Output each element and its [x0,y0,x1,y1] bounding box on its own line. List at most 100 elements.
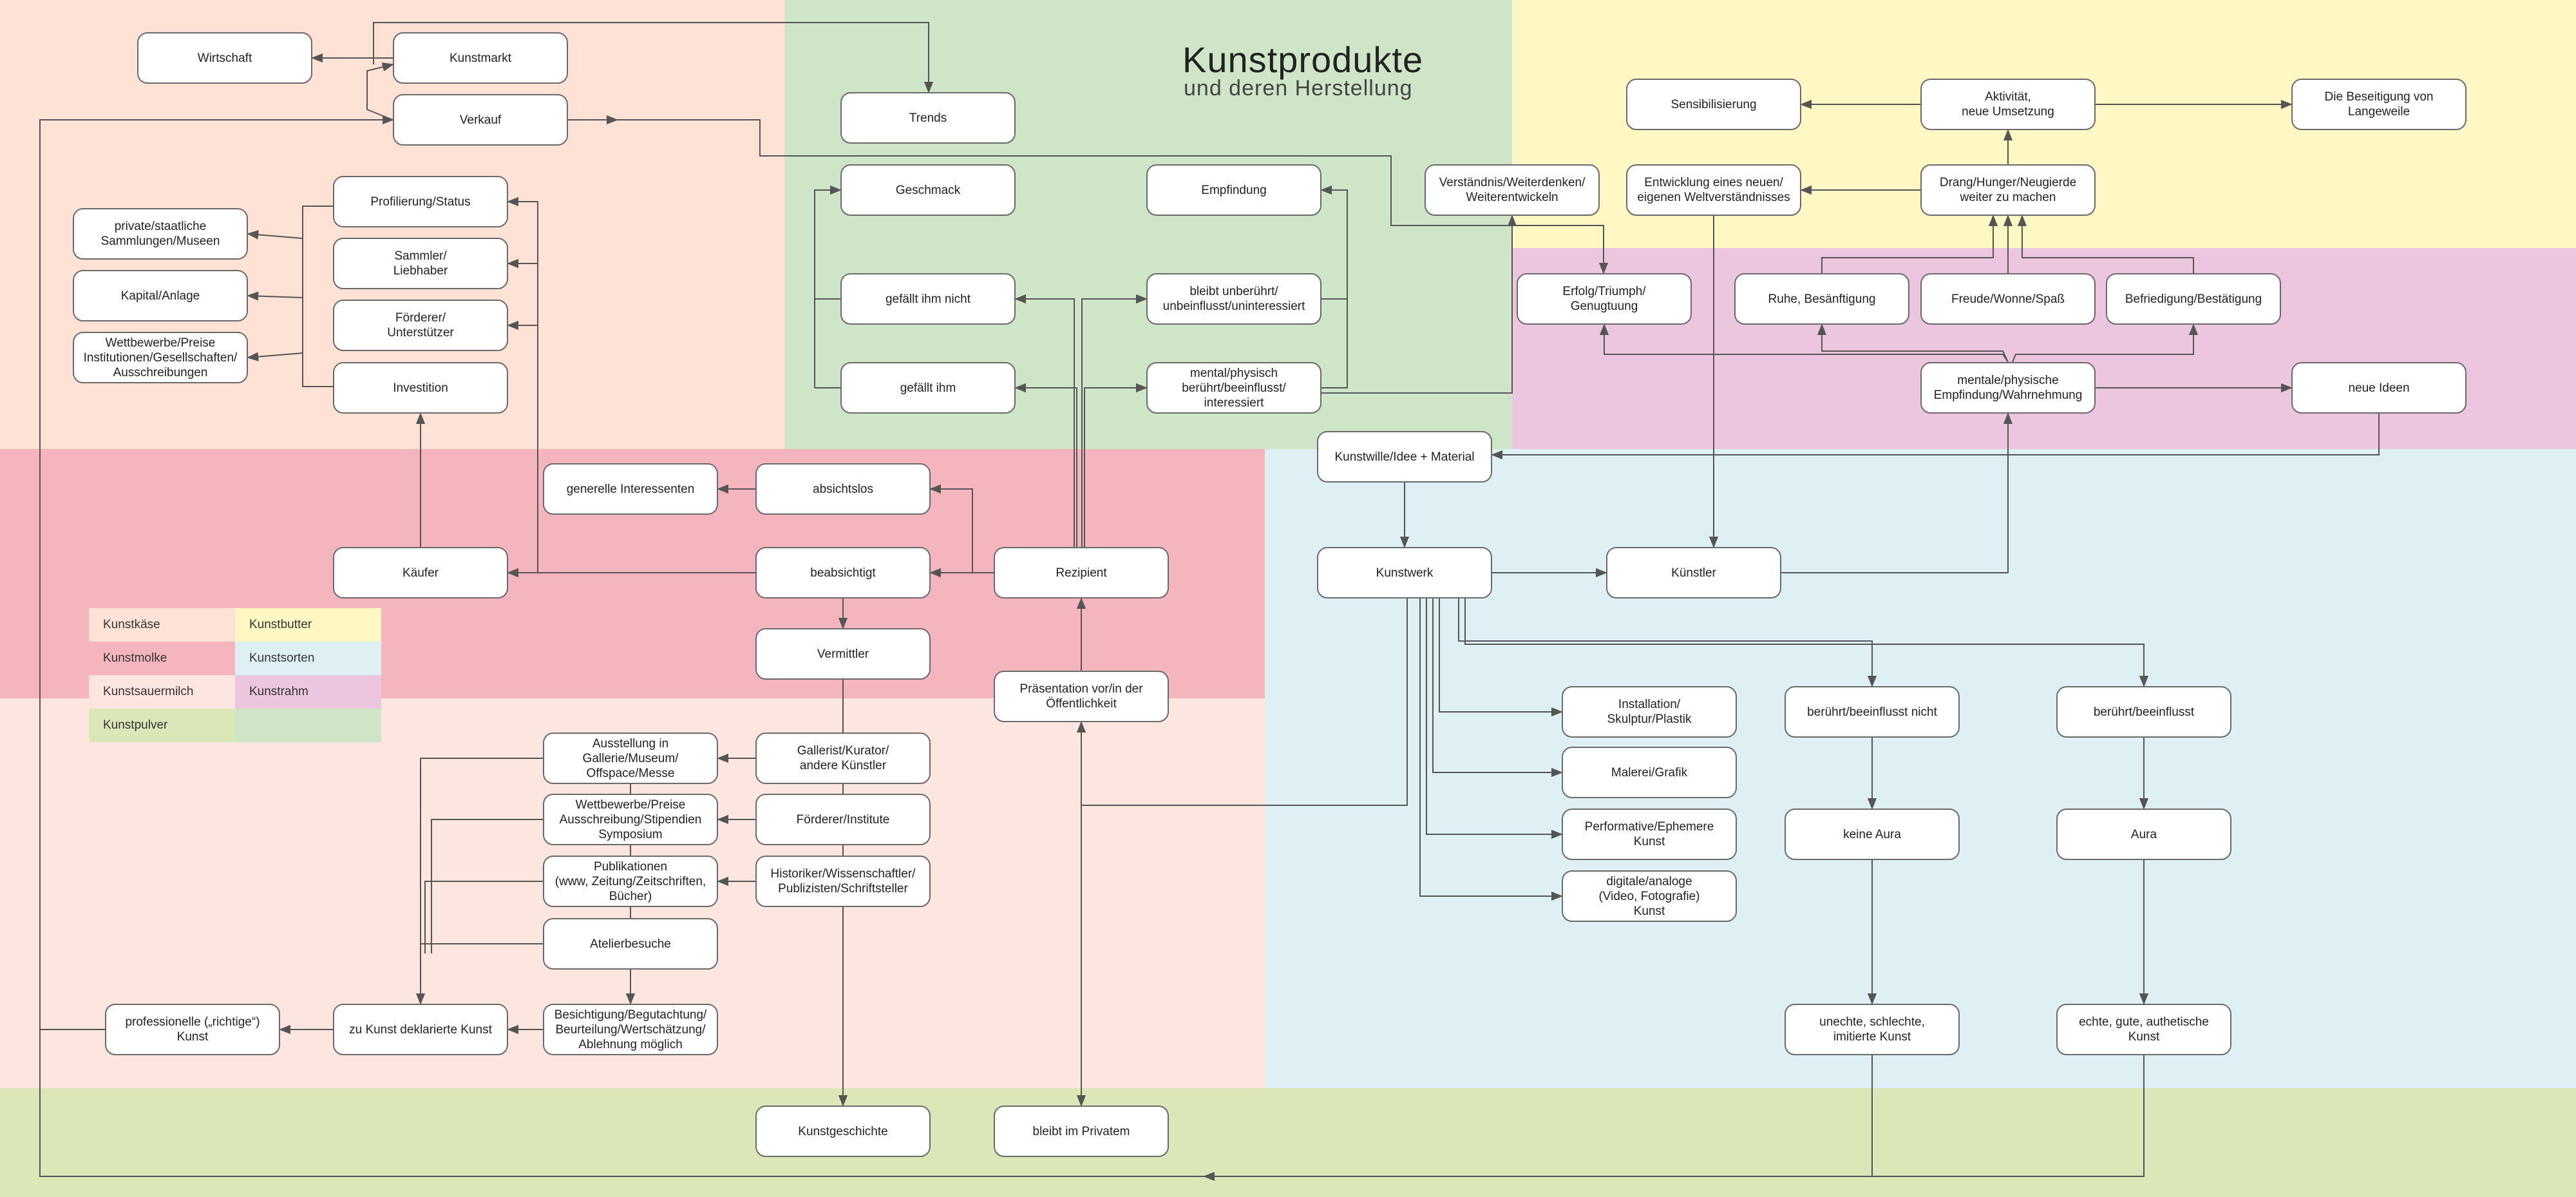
connector-edge [373,22,934,93]
connector-edge [366,62,394,120]
legend-label: Kunstkäse [103,618,160,631]
connector-edge [1781,412,2013,573]
node-kaeufer: Käufer [333,547,508,598]
node-wettbewerbe-stipendien: Wettbewerbe/Preise Ausschreibung/Stipend… [543,794,718,845]
node-verstaendnis: Verständnis/Weiterdenken/ Weiterentwicke… [1425,164,1600,216]
legend-label: Kunstbutter [249,618,312,631]
legend-item: Kunstsauermilch [89,675,235,709]
node-beruehrt-mental: mental/physisch berührt/beeinflusst/ int… [1146,362,1321,414]
node-professionelle-kunst: professionelle („richtige“) Kunst [105,1004,280,1055]
legend-item [235,709,381,742]
connector-edge [1321,215,1517,394]
connector-edge [1491,414,2380,460]
legend-label: Kunstpulver [103,718,168,732]
node-performative: Performative/Ephemere Kunst [1562,809,1737,860]
connector-edge [39,115,394,1030]
connector-edge [1014,294,1075,547]
node-rezipient: Rezipient [994,547,1169,598]
node-atelierbesuche: Atelierbesuche [543,918,718,970]
node-gefaellt-nicht: gefällt ihm nicht [840,273,1016,325]
node-drang: Drang/Hunger/Neugierde weiter zu machen [1920,164,2096,216]
node-historiker: Historiker/Wissenschaftler/ Publizisten/… [755,856,931,907]
node-beabsichtigt: beabsichtigt [755,547,931,598]
node-sammler: Sammler/ Liebhaber [333,238,508,289]
node-erfolg: Erfolg/Triumph/ Genugtuung [1517,273,1692,325]
node-aktivitaet: Aktivität, neue Umsetzung [1920,79,2096,130]
connector-edge [1464,598,2149,687]
node-privatem: bleibt im Privatem [994,1106,1169,1157]
connector-edge [1817,323,2009,363]
legend-label: Kunstsorten [249,651,315,665]
node-kunstwille: Kunstwille/Idee + Material [1317,431,1492,483]
connector-edge [1439,598,1563,717]
node-vermittler: Vermittler [755,628,931,680]
legend-label: Kunstsauermilch [103,685,194,698]
node-ruhe: Ruhe, Besänftigung [1734,273,1909,325]
connector-edge [415,758,543,1005]
connector-edge [1426,598,1563,839]
node-unechte-kunst: unechte, schlechte, imitierte Kunst [1785,1004,1960,1055]
legend-item: Kunstsorten [235,642,381,675]
node-beruehrt-nicht: berührt/beeinflusst nicht [1785,686,1960,738]
connector-edge [1320,185,1348,300]
node-freude: Freude/Wonne/Spaß [1920,273,2096,325]
connector-edge [814,185,842,300]
node-besichtigung: Besichtigung/Begutachtung/ Beurteilung/W… [543,1004,718,1055]
legend-item: Kunstpulver [89,709,235,742]
legend-label: Kunstmolke [103,651,167,665]
node-gallerist: Gallerist/Kurator/ andere Künstler [755,733,931,784]
node-langeweile: Die Beseitigung von Langeweile [2291,79,2467,130]
connector-edge [2012,323,2199,363]
node-keine-aura: keine Aura [1785,809,1960,860]
connector-edge [431,819,543,953]
node-verkauf: Verkauf [393,94,568,146]
node-sensibilisierung: Sensibilisierung [1626,79,1801,130]
node-wirtschaft: Wirtschaft [137,32,312,84]
node-profilierung: Profilierung/Status [333,176,508,227]
connector-edge [1599,323,2009,363]
legend-item: Kunstbutter [235,608,381,642]
node-kuenstler: Künstler [1606,547,1781,598]
connector-edge [39,1029,1873,1177]
legend-item: Kunstkäse [89,608,235,642]
node-gefaellt: gefällt ihm [840,362,1016,414]
connector-edge [1419,598,1563,901]
node-investition: Investition [333,362,508,414]
connector-edge [1821,215,1998,273]
legend: Kunstkäse Kunstbutter Kunstmolke Kunstso… [89,608,381,743]
connector-edge [424,881,543,953]
connector-edge [1432,598,1563,778]
node-publikationen: Publikationen (www, Zeitung/Zeitschrifte… [543,856,718,907]
node-kapital: Kapital/Anlage [73,270,248,321]
node-geschmack: Geschmack [840,164,1016,216]
node-beruehrt: berührt/beeinflusst [2056,686,2231,738]
connector-edge [929,484,994,573]
node-befriedigung: Befriedigung/Bestätigung [2106,273,2281,325]
node-aura: Aura [2056,809,2231,860]
node-trends: Trends [840,92,1016,144]
legend-label: Kunstrahm [249,685,308,698]
node-generelle-interessenten: generelle Interessenten [543,463,718,515]
connector-edge [617,119,1609,274]
connector-edge [302,206,333,387]
region-kunstpulver-bottom [0,1088,2576,1197]
diagram-title: Kunstprodukte [1182,39,1424,80]
node-unberuehrt: bleibt unberührt/ unbeinflusst/uninteres… [1146,273,1321,325]
node-kunstgeschichte: Kunstgeschichte [755,1106,931,1157]
connector-edge [247,291,303,301]
node-absichtslos: absichtslos [755,463,931,515]
node-malerei: Malerei/Grafik [1562,747,1737,798]
connector-edge [1203,1055,2145,1182]
legend-item: Kunstrahm [235,675,381,709]
node-mentale-empfindung: mentale/physische Empfindung/Wahrnehmung [1920,362,2096,414]
node-foerderer-institute: Förderer/Institute [755,794,931,845]
connector-edge [2017,215,2194,273]
node-installation: Installation/ Skulptur/Plastik [1562,686,1737,738]
node-private-sammlungen: private/staatliche Sammlungen/Museen [73,208,248,260]
connector-edge [1014,383,1077,547]
node-deklarierte-kunst: zu Kunst deklarierte Kunst [333,1004,508,1055]
node-ausstellung: Ausstellung in Gallerie/Museum/ Offspace… [543,733,718,784]
connector-edge [507,196,538,573]
connector-edge [1458,598,1877,687]
